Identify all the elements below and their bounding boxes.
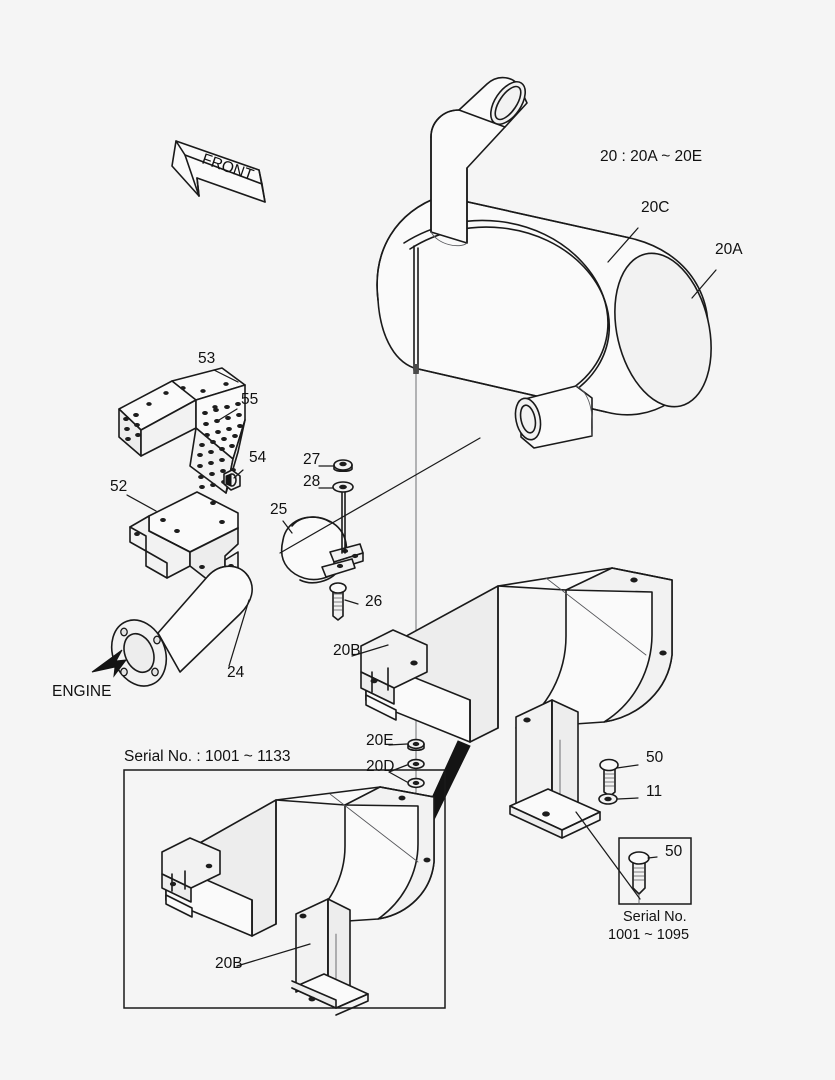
heat-shield-bolt-54 [223, 469, 241, 491]
callout-28: 28 [303, 473, 320, 490]
engine-direction-arrow: ENGINE [52, 649, 128, 700]
callout-55: 55 [241, 391, 258, 408]
corner-serial-line2: 1001 ~ 1095 [608, 927, 689, 943]
inset-serial-label: Serial No. : 1001 ~ 1133 [124, 748, 290, 765]
nut-27 [333, 459, 353, 473]
callout-20C: 20C [641, 199, 669, 216]
callout-20B: 20B [333, 642, 361, 659]
heat-shield-perforations [123, 401, 243, 489]
callout-11: 11 [646, 783, 662, 800]
callout-50-inset: 50 [665, 843, 683, 860]
callout-27: 27 [303, 451, 320, 468]
washer-11 [598, 793, 618, 805]
callout-54: 54 [249, 449, 267, 466]
callout-20D: 20D [366, 758, 394, 775]
hex-bolt-50-inset [628, 851, 650, 905]
engine-label: ENGINE [52, 683, 111, 700]
heat-shield-53-55 [118, 367, 246, 494]
muffler-inlet-stub [514, 385, 593, 449]
mounting-bracket-52 [129, 491, 239, 583]
callout-labels: 20 : 20A ~ 20E 20C 20A 53 55 54 52 27 28… [110, 148, 743, 972]
corner-serial-panel: Serial No. 1001 ~ 1095 [608, 837, 692, 943]
inset-serial-panel: Serial No. : 1001 ~ 1133 [123, 748, 446, 1016]
callout-20-group: 20 : 20A ~ 20E [600, 148, 702, 165]
band-bolt-axis [413, 245, 419, 801]
callout-52: 52 [110, 478, 127, 495]
clamp-bolt-26 [329, 582, 347, 621]
callout-26: 26 [365, 593, 382, 610]
exhaust-pipe-24 [110, 565, 253, 687]
callout-53: 53 [198, 350, 215, 367]
washer-28 [332, 481, 354, 493]
fastener-stack-20E-20D [407, 738, 425, 789]
muffler-support-bracket-20B [360, 567, 673, 839]
muffler-end-cap [614, 252, 712, 408]
callout-24: 24 [227, 664, 245, 681]
muffler-assembly [376, 76, 712, 449]
callout-25: 25 [270, 501, 287, 518]
callout-50: 50 [646, 749, 664, 766]
pipe-clamp-25 [280, 486, 364, 584]
hex-bolt-50 [599, 758, 619, 797]
muffler-support-bracket-20B-inset [161, 786, 435, 1016]
exhaust-stack [430, 76, 528, 247]
leader-lines [126, 227, 717, 967]
callout-20A: 20A [715, 241, 743, 258]
inset-frame [123, 769, 446, 1009]
corner-serial-line1: Serial No. [623, 909, 687, 925]
callout-20E: 20E [366, 732, 394, 749]
callout-20B-inset: 20B [215, 955, 243, 972]
